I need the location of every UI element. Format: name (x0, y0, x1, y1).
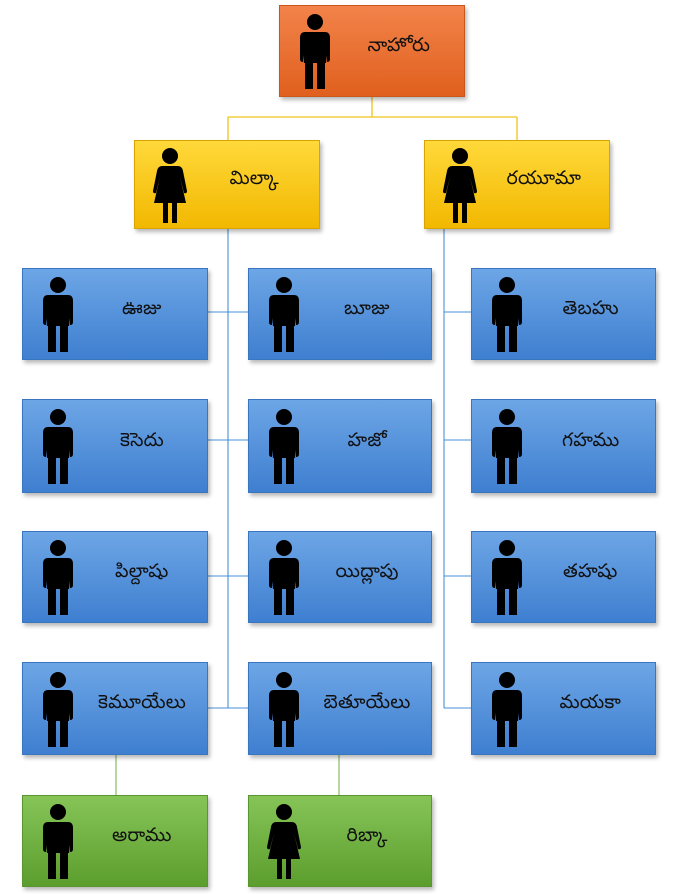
node-rayuma[interactable]: రయూమా (424, 140, 610, 229)
male-person-icon (488, 276, 526, 354)
node-ribka[interactable]: రిబ్కా (248, 795, 432, 887)
node-mayaka[interactable]: మయకా (471, 662, 656, 755)
female-person-icon (441, 147, 479, 225)
male-person-icon (488, 671, 526, 749)
connector-root-spouses (227, 97, 518, 140)
node-label: రయూమా (506, 167, 582, 189)
node-milka[interactable]: మిల్కా (134, 140, 320, 229)
male-person-icon (39, 671, 77, 749)
node-label: ఊజు (122, 296, 162, 319)
node-label: బూజు (344, 296, 390, 319)
male-person-icon (488, 539, 526, 617)
node-aramu[interactable]: అరాము (22, 795, 208, 887)
male-person-icon (39, 539, 77, 617)
node-kesedu[interactable]: కెసెదు (22, 399, 208, 493)
node-label: మయకా (559, 691, 622, 713)
node-pildashu[interactable]: పిల్దాషు (22, 531, 208, 623)
node-label: హజో (347, 428, 387, 451)
female-person-icon (265, 803, 303, 881)
node-label: గహము (562, 428, 620, 451)
node-label: పిల్దాషు (115, 559, 169, 582)
male-person-icon (265, 539, 303, 617)
male-person-icon (39, 803, 77, 881)
node-buju[interactable]: బూజు (248, 268, 432, 360)
male-person-icon (39, 408, 77, 486)
connector-rayuma-children (443, 229, 471, 709)
male-person-icon (39, 276, 77, 354)
node-tahashu[interactable]: తహషు (471, 531, 656, 623)
node-label: రిబ్కా (346, 823, 388, 846)
node-label: యిద్లాపు (335, 559, 399, 582)
node-label: కెసెదు (120, 428, 164, 451)
male-person-icon (488, 408, 526, 486)
node-gahamu[interactable]: గహము (471, 399, 656, 493)
node-label: తెబహు (562, 296, 619, 319)
female-person-icon (151, 147, 189, 225)
node-label: కెమూయేలు (98, 691, 186, 713)
connector-grandchildren (115, 755, 340, 795)
node-tebahu[interactable]: తెబహు (471, 268, 656, 360)
node-kemuyelu[interactable]: కెమూయేలు (22, 662, 208, 755)
node-label: అరాము (112, 823, 172, 846)
node-label: తహషు (563, 559, 618, 582)
node-yidlapu[interactable]: యిద్లాపు (248, 531, 432, 623)
male-person-icon (265, 408, 303, 486)
node-hajo[interactable]: హజో (248, 399, 432, 493)
male-person-icon (265, 671, 303, 749)
node-betuyelu[interactable]: బెతూయేలు (248, 662, 432, 755)
node-root[interactable]: నాహోరు (279, 5, 465, 97)
connector-milka-children (208, 229, 248, 709)
male-person-icon (265, 276, 303, 354)
node-label: బెతూయేలు (323, 691, 411, 713)
node-label: నాహోరు (367, 33, 431, 56)
node-uju[interactable]: ఊజు (22, 268, 208, 360)
node-label: మిల్కా (229, 167, 279, 189)
male-person-icon (296, 13, 334, 91)
